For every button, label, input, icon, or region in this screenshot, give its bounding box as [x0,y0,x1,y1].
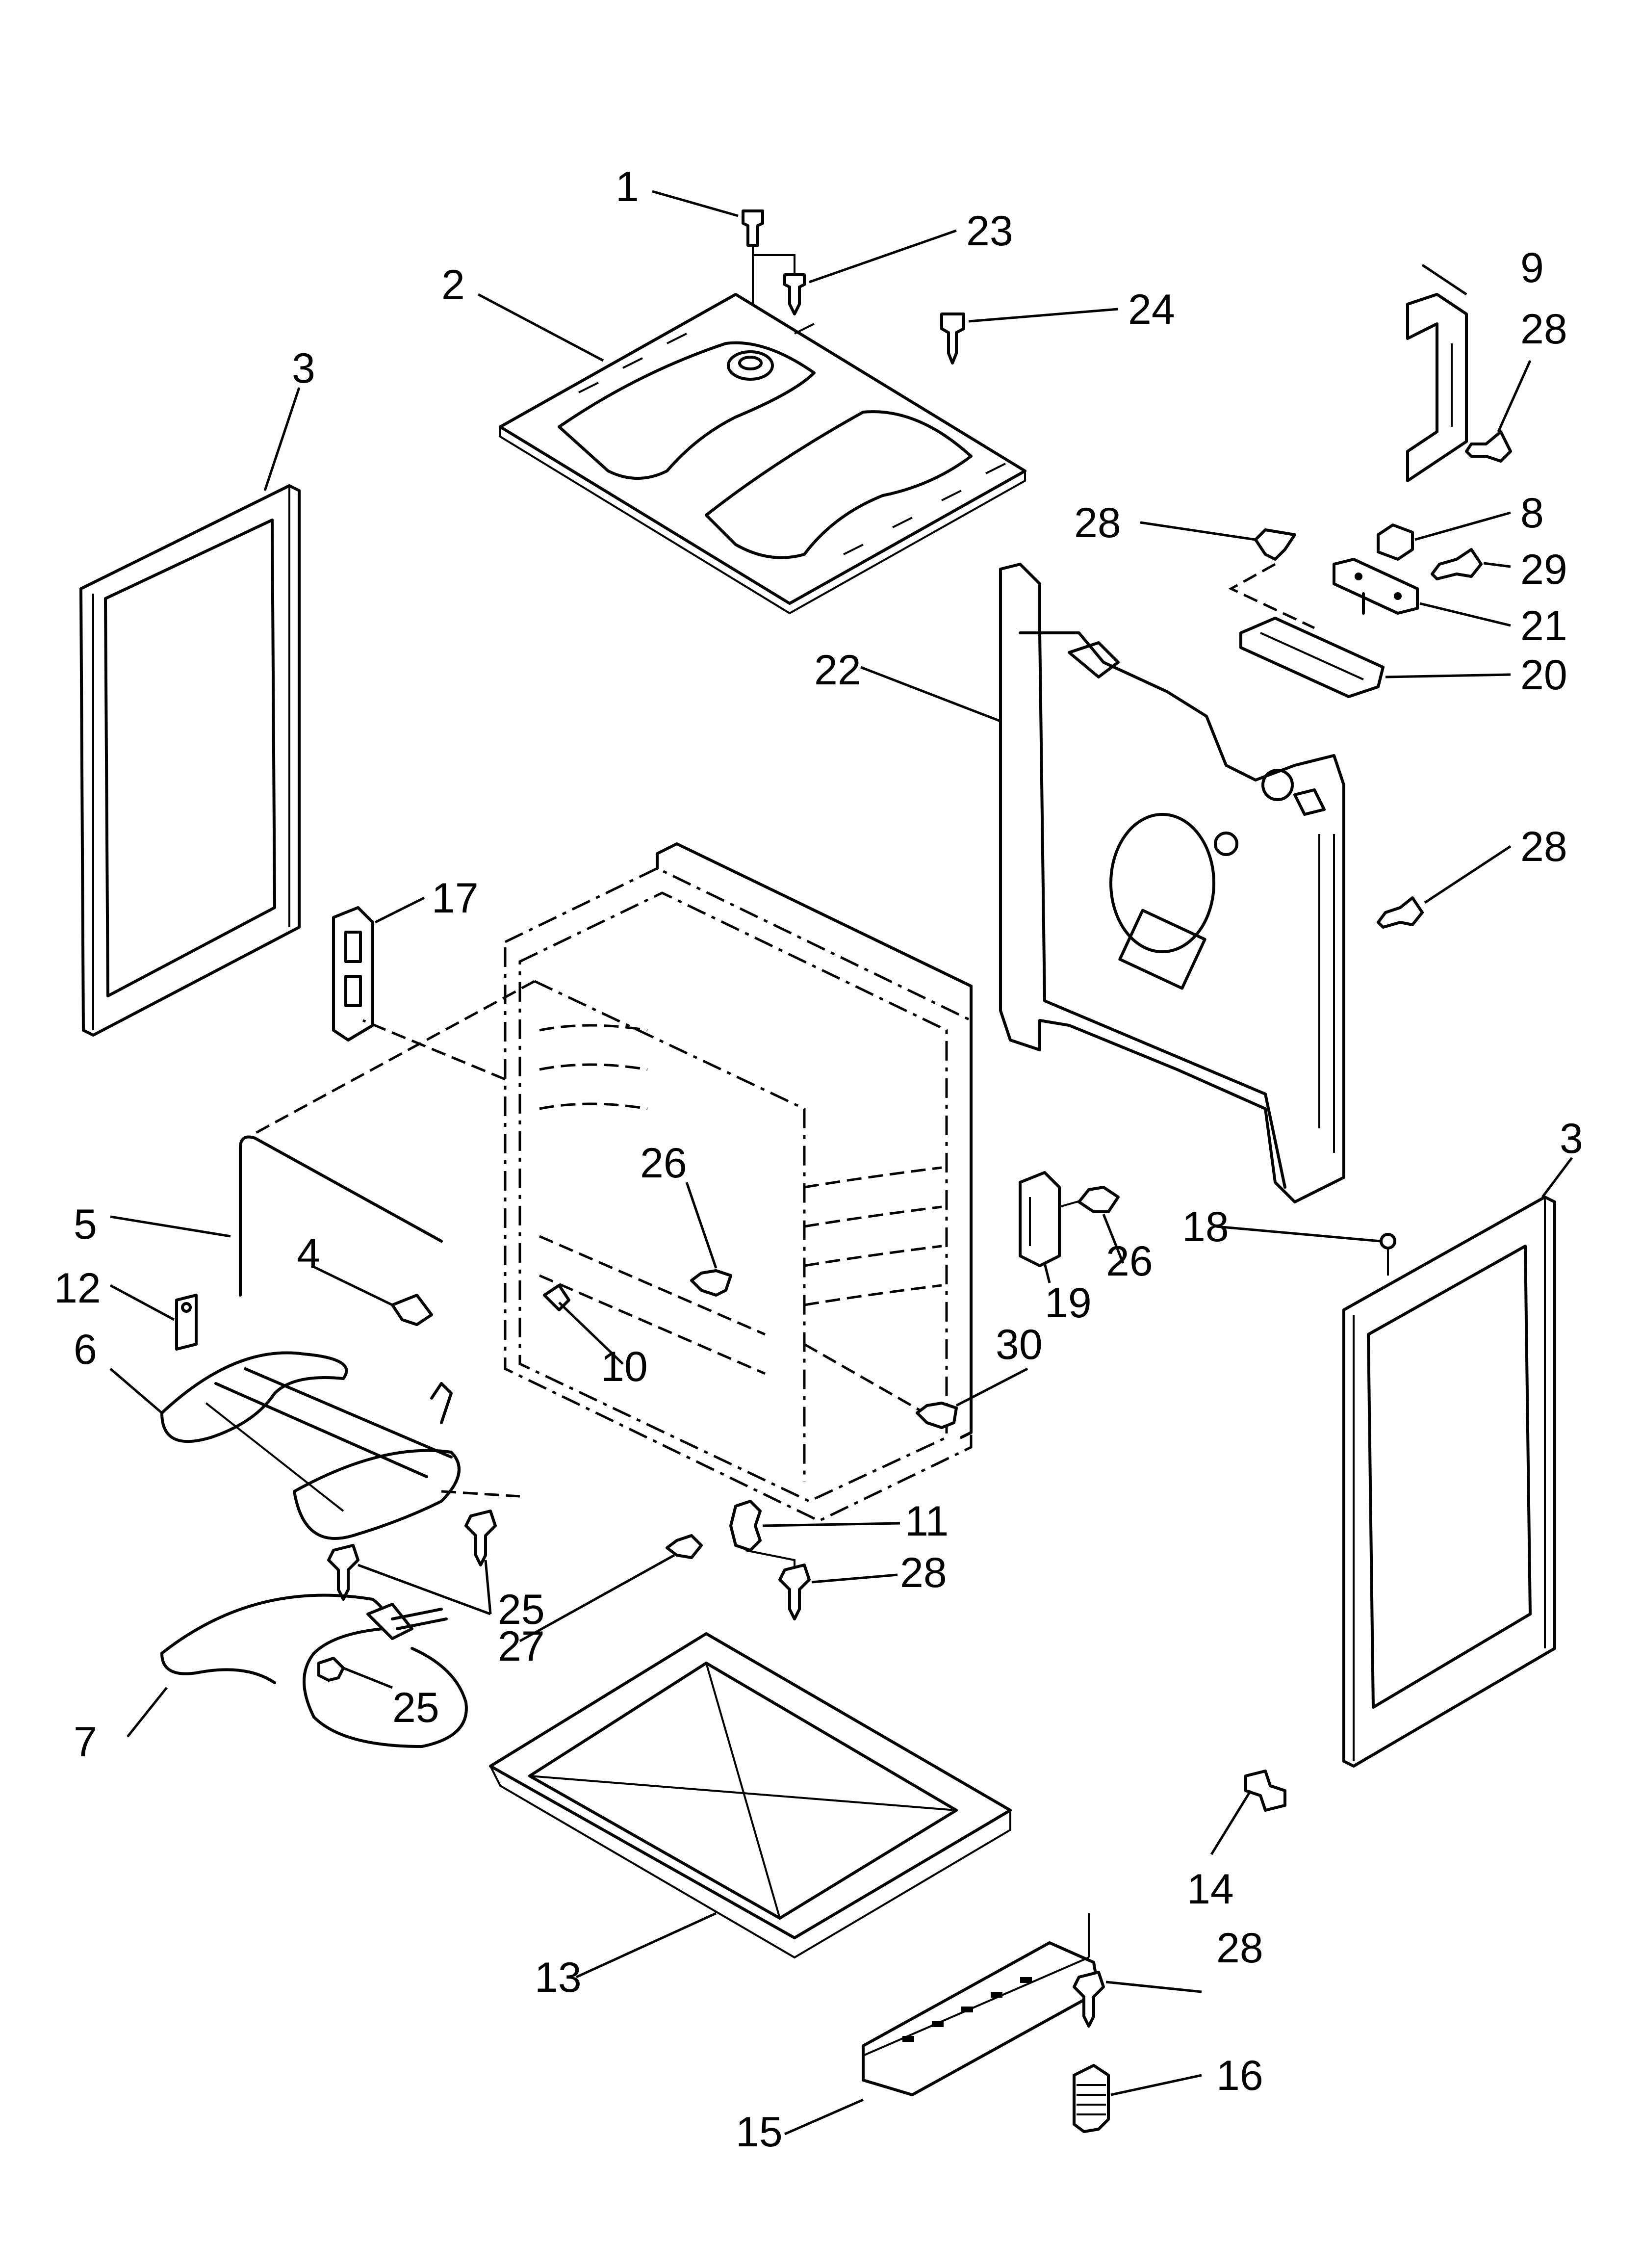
part-4-clip [391,1294,433,1326]
callout-15: 15 [736,2109,783,2156]
part-25-screw-c [317,1657,345,1682]
part-11-valve [729,1500,795,1570]
part-15-rail [862,1913,1100,2096]
callout-12: 12 [54,1265,101,1312]
callout-26-b: 26 [1106,1238,1153,1285]
callout-17: 17 [432,875,479,922]
part-1-pin [742,209,764,304]
callout-29: 29 [1520,546,1567,593]
callout-13: 13 [535,1954,582,2001]
part-28-screw-c [1377,896,1424,929]
callout-16: 16 [1216,2052,1263,2099]
callout-9: 9 [1520,244,1544,291]
part-28-screw-a [1465,430,1512,463]
part-28-screw-e [1073,1971,1105,2028]
part-19-bracket [1019,1171,1094,1267]
callout-26-a: 26 [640,1140,687,1187]
oven-cavity-outline [254,842,973,1522]
part-29-screw [1431,548,1483,580]
callout-8: 8 [1520,490,1544,537]
part-18-pin [1380,1233,1396,1276]
callout-28-e: 28 [1216,1925,1263,1972]
callout-21: 21 [1520,602,1567,650]
part-22-back-panel [999,563,1345,1203]
callout-28-c: 28 [1520,823,1567,870]
callout-5: 5 [74,1201,97,1248]
callout-4: 4 [297,1230,320,1277]
part-21-bracket [1333,558,1419,615]
callout-19: 19 [1045,1279,1092,1327]
leader-lines [109,190,1573,2136]
part-17-bracket [332,906,374,1042]
part-14-clip [1244,1770,1286,1812]
callout-labels: 1 2 3 3 4 5 6 7 8 9 10 11 12 13 14 15 16… [54,163,1583,2156]
callout-6: 6 [74,1326,97,1373]
callout-3-right: 3 [1560,1115,1583,1162]
part-30-screw [916,1402,958,1429]
part-16-leveling-leg [1073,2064,1110,2133]
callout-23: 23 [966,208,1013,255]
part-10-clip [543,1284,570,1311]
part-25-screw-a [441,1490,520,1566]
callout-28-a: 28 [1520,306,1567,353]
callout-10: 10 [601,1343,648,1390]
callout-22: 22 [814,647,861,694]
part-7-bake-element [160,1593,468,1748]
callout-7: 7 [74,1719,97,1766]
callout-11: 11 [905,1498,949,1545]
part-23-screw [753,254,806,315]
part-3-right-side-panel [1342,1196,1556,1768]
part-9-bracket [1406,293,1468,482]
part-26-screw-a [690,1269,732,1297]
part-2-top-panel [499,293,1026,615]
callout-28-b: 28 [1074,499,1121,547]
part-28-screw-b [1228,528,1315,629]
part-27-screw [666,1534,703,1559]
part-13-bottom-tray [489,1632,1012,1959]
part-3-left-side-panel [79,484,301,1037]
callout-25-a: 25 [498,1586,545,1633]
callout-3-left: 3 [292,345,315,392]
callout-20: 20 [1520,652,1567,699]
part-25-screw-b [327,1544,359,1601]
part-5-sensor [239,1135,443,1297]
part-26-screw-b [1078,1186,1120,1213]
part-28-screw-d [778,1564,811,1620]
callout-25-b: 25 [392,1684,439,1731]
part-20-channel [1239,617,1385,698]
callout-27: 27 [498,1623,545,1670]
callout-14: 14 [1187,1866,1234,1913]
part-12-tag [175,1294,198,1351]
callout-24: 24 [1128,286,1175,333]
part-6-broil-element [160,1351,461,1540]
part-8-nut [1377,523,1414,561]
callout-18: 18 [1182,1203,1229,1251]
callout-28-d: 28 [900,1549,947,1596]
part-24-screw [940,313,965,365]
callout-1: 1 [616,163,639,210]
callout-2: 2 [441,261,465,309]
callout-30: 30 [996,1321,1043,1368]
